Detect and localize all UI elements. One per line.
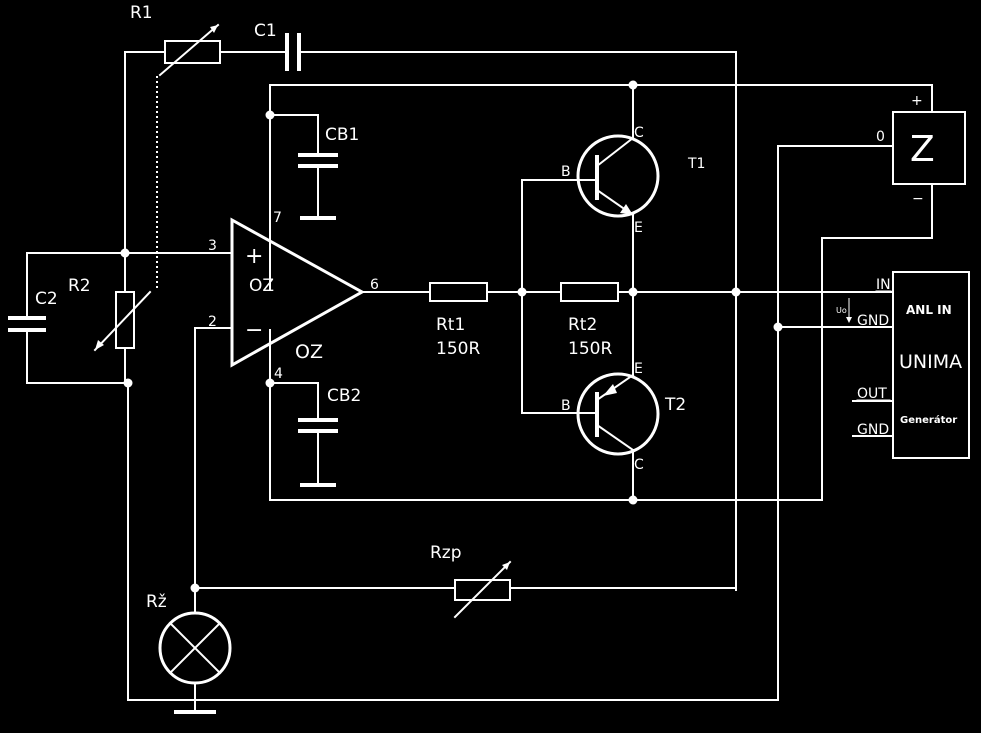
t2-label: T2	[664, 395, 686, 415]
resistor-rt1: Rt1 150R	[429, 282, 488, 359]
t2-collector-label: C	[634, 457, 644, 473]
uo-label: Uo	[836, 306, 847, 315]
capacitor-c2: C2	[8, 289, 58, 332]
pin-2: 2	[208, 314, 217, 330]
resistor-r2: R2	[68, 276, 152, 352]
junction	[628, 287, 638, 297]
rt2-value: 150R	[568, 339, 612, 359]
port-in-label: IN	[876, 277, 891, 293]
junction	[628, 495, 638, 505]
r1-label: R1	[130, 3, 153, 23]
junction	[123, 378, 133, 388]
junction	[517, 287, 527, 297]
resistor-rt2: Rt2 150R	[560, 282, 619, 359]
resistor-rzp: Rzp	[430, 543, 512, 619]
capacitor-cb1: CB1	[298, 125, 359, 220]
unima-title: UNIMA	[899, 351, 962, 373]
pin-6: 6	[370, 277, 379, 293]
t1-label: T1	[687, 156, 705, 172]
junction	[731, 287, 741, 297]
z-label: Z	[910, 129, 935, 170]
rt2-name: Rt2	[568, 315, 597, 335]
transistor-t1: B C E T1	[561, 125, 705, 236]
c1-label: C1	[254, 21, 277, 41]
c2-label: C2	[35, 289, 58, 309]
junction	[120, 248, 130, 258]
power-block-z: Z + 0 −	[876, 93, 966, 207]
z-minus-label: −	[912, 191, 924, 207]
lamp-rz: Rž	[146, 592, 232, 714]
capacitor-c1: C1	[254, 21, 301, 71]
z-zero-label: 0	[876, 129, 885, 145]
wires	[26, 51, 933, 713]
junction	[628, 80, 638, 90]
opamp-minus: −	[245, 318, 263, 343]
opamp-oz: + − OZ OZ 3 2 6 7 4	[208, 210, 379, 382]
junction	[265, 378, 275, 388]
junction	[265, 110, 275, 120]
junction	[190, 583, 200, 593]
unima-generator: Generátor	[900, 414, 957, 426]
opamp-outer-label: OZ	[295, 341, 323, 363]
transistor-t2: B E C T2	[561, 361, 686, 473]
unima-anl-in: ANL IN	[906, 303, 952, 317]
rzp-label: Rzp	[430, 543, 462, 563]
rt1-name: Rt1	[436, 315, 465, 335]
z-plus-label: +	[911, 93, 923, 109]
port-out-label: OUT	[857, 386, 887, 402]
t2-emitter-label: E	[634, 361, 643, 377]
t1-emitter-label: E	[634, 220, 643, 236]
junction-dots	[120, 80, 783, 593]
cb1-label: CB1	[325, 125, 359, 145]
t1-base-label: B	[561, 164, 571, 180]
rt1-value: 150R	[436, 339, 480, 359]
t2-base-label: B	[561, 398, 571, 414]
unima-box: ANL IN UNIMA Generátor IN GND OUT GND Uo	[836, 271, 970, 459]
port-gnd-top-label: GND	[857, 313, 889, 329]
resistor-r1: R1	[130, 3, 221, 290]
t1-collector-label: C	[634, 125, 644, 141]
rz-label: Rž	[146, 592, 167, 612]
port-gnd-bottom-label: GND	[857, 422, 889, 438]
pin-3: 3	[208, 238, 217, 254]
pin-4: 4	[274, 366, 283, 382]
opamp-plus: +	[245, 244, 263, 269]
opamp-inner-label: OZ	[249, 276, 274, 296]
r2-label: R2	[68, 276, 91, 296]
cb2-label: CB2	[327, 386, 361, 406]
junction	[773, 322, 783, 332]
pin-7: 7	[273, 210, 282, 226]
capacitor-cb2: CB2	[298, 386, 361, 487]
